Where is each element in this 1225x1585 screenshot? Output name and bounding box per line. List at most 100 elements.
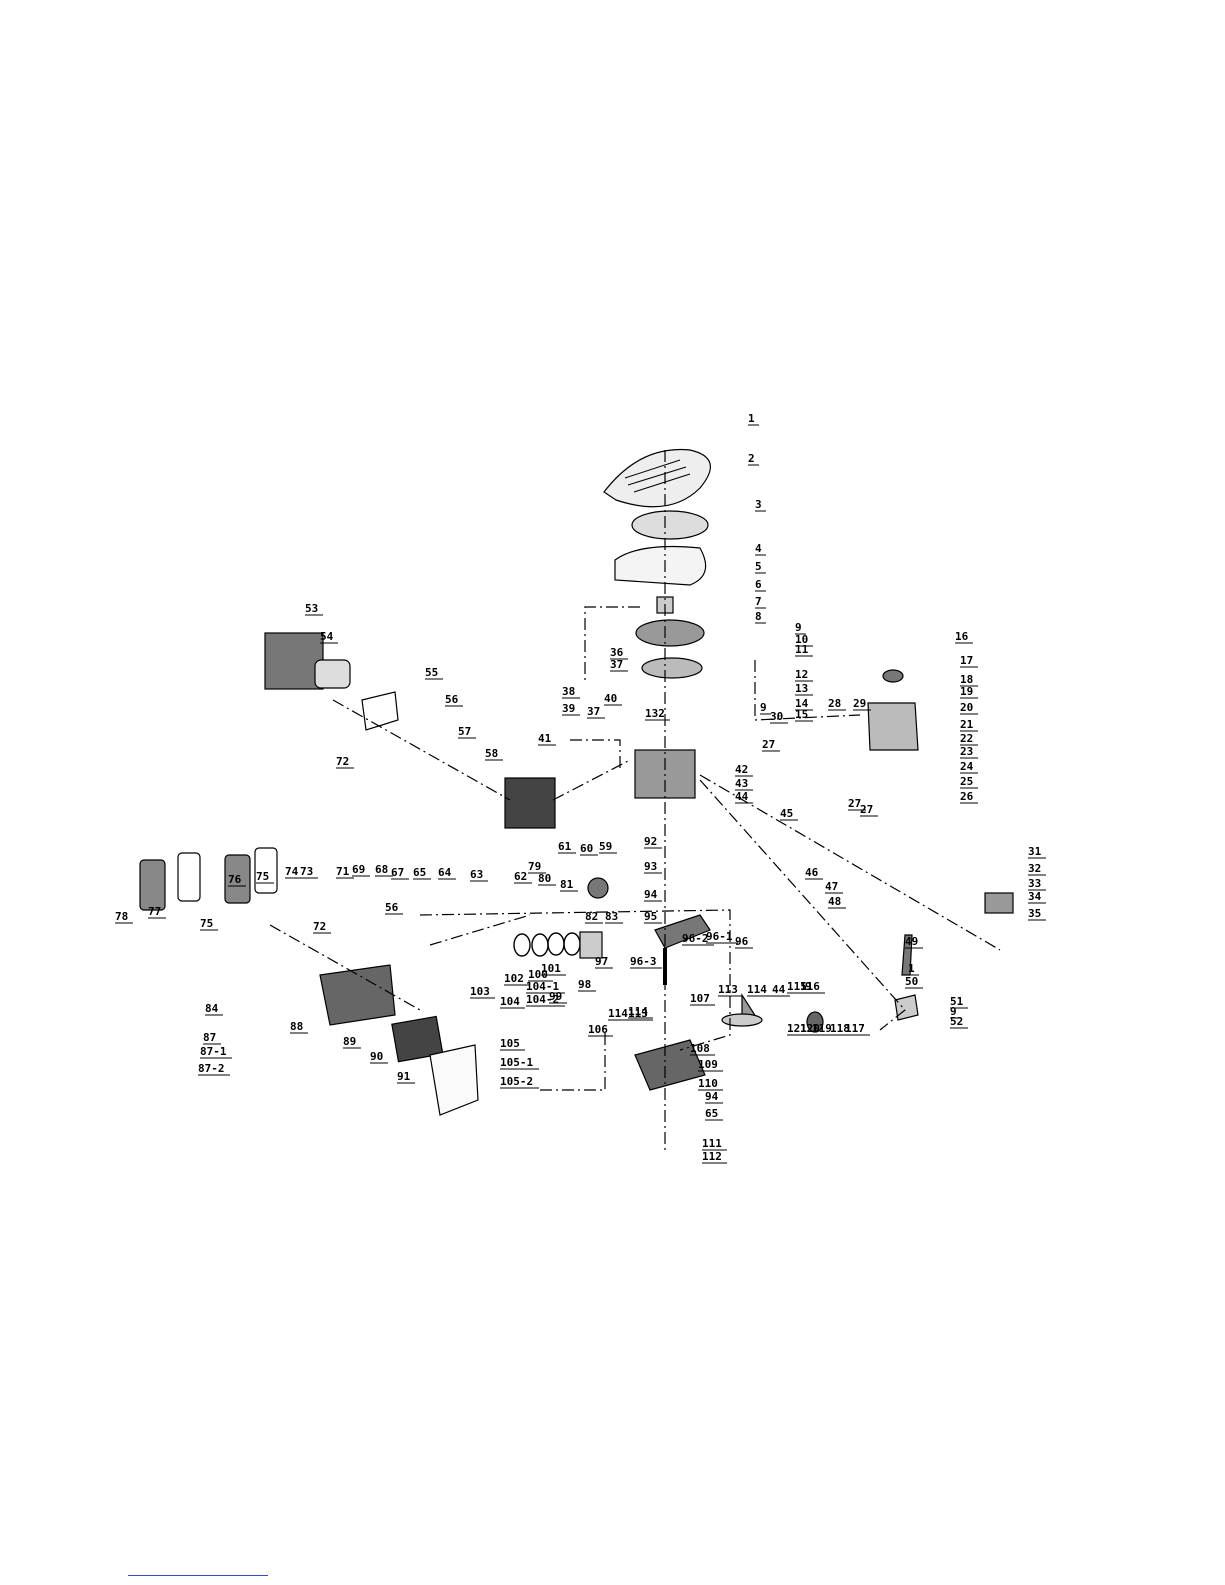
part-number-label: 96-1	[706, 930, 733, 943]
part-number-label: 105	[500, 1037, 520, 1050]
part-number-label: 95	[644, 910, 657, 923]
carburetor	[587, 877, 609, 899]
part-number-label: 4	[755, 542, 762, 555]
part-number-label: 68	[375, 863, 388, 876]
piston-rings	[513, 932, 581, 957]
part-number-label: 32	[1028, 862, 1041, 875]
part-number-label: 114	[628, 1005, 648, 1018]
part-number-label: 114	[608, 1007, 628, 1020]
part-number-label: 121	[787, 1022, 807, 1035]
part-number-label: 22	[960, 732, 973, 745]
part-number-label: 9	[795, 621, 802, 634]
part-number-label: 113	[628, 1007, 648, 1020]
part-number-label: 108	[690, 1042, 710, 1055]
part-number-label: 84	[205, 1002, 219, 1015]
part-number-label: 72	[336, 755, 349, 768]
part-number-label: 100	[528, 968, 548, 981]
part-number-label: 106	[588, 1023, 608, 1036]
part-number-label: 44	[772, 983, 786, 996]
part-number-label: 13	[795, 682, 808, 695]
part-number-label: 87	[203, 1031, 216, 1044]
part-number-label: 92	[644, 835, 657, 848]
part-number-label: 63	[470, 868, 483, 881]
muffler-guard	[264, 632, 324, 690]
part-number-label: 82	[585, 910, 598, 923]
air-filter-base	[319, 964, 396, 1026]
part-number-label: 21	[960, 718, 974, 731]
part-number-label: 117	[845, 1022, 865, 1035]
part-number-label: 96-2	[682, 932, 709, 945]
part-number-label: 8	[755, 610, 762, 623]
part-number-label: 39	[562, 702, 575, 715]
part-number-label: 112	[702, 1150, 722, 1163]
part-number-label: 97	[595, 955, 608, 968]
part-number-label: 90	[370, 1050, 383, 1063]
part-number-label: 53	[305, 602, 318, 615]
part-number-label: 64	[438, 866, 452, 879]
part-number-label: 69	[352, 863, 365, 876]
muffler-gasket	[361, 691, 399, 731]
part-number-label: 16	[955, 630, 969, 643]
part-number-label: 41	[538, 732, 552, 745]
air-filter-cover	[429, 1044, 479, 1116]
part-number-label: 118	[830, 1022, 850, 1035]
part-number-label: 83	[605, 910, 618, 923]
part-number-label: 48	[828, 895, 841, 908]
part-number-label: 37	[610, 658, 623, 671]
part-number-label: 38	[562, 685, 575, 698]
muffler	[314, 659, 351, 689]
part-number-label: 89	[343, 1035, 356, 1048]
part-number-label: 7	[755, 595, 762, 608]
throttle-bracket	[984, 892, 1014, 914]
part-number-label: 71	[336, 865, 350, 878]
part-number-label: 105-1	[500, 1056, 533, 1069]
part-number-label: 40	[604, 692, 617, 705]
part-number-label: 110	[698, 1077, 718, 1090]
part-number-label: 120	[800, 1022, 820, 1035]
part-number-label: 96-3	[630, 955, 657, 968]
part-number-label: 19	[960, 685, 973, 698]
part-number-label: 60	[580, 842, 593, 855]
part-number-label: 47	[825, 880, 838, 893]
part-number-label: 114	[747, 983, 767, 996]
part-number-label: 54	[320, 630, 334, 643]
part-number-label: 79	[528, 860, 541, 873]
part-number-label: 10	[795, 633, 808, 646]
part-number-label: 26	[960, 790, 974, 803]
part-number-label: 50	[905, 975, 918, 988]
part-number-label: 107	[690, 992, 710, 1005]
part-number-label: 5	[755, 560, 762, 573]
guide-lines	[269, 450, 1001, 1150]
part-number-label: 44	[735, 790, 749, 803]
part-number-label: 101	[541, 962, 561, 975]
part-number-label: 57	[458, 725, 471, 738]
part-number-label: 29	[853, 697, 866, 710]
part-drawings	[139, 448, 1014, 1116]
part-number-label: 76	[228, 873, 242, 886]
part-number-label: 56	[445, 693, 459, 706]
part-number-label: 23	[960, 745, 973, 758]
part-number-label: 102	[504, 972, 524, 985]
part-number-label: 78	[115, 910, 128, 923]
part-number-label: 96	[735, 935, 749, 948]
part-number-label: 45	[780, 807, 793, 820]
part-number-label: 9	[950, 1005, 957, 1018]
part-number-label: 18	[960, 673, 973, 686]
part-number-label: 75	[256, 870, 269, 883]
governor-gear	[806, 1011, 824, 1033]
part-number-label: 94	[705, 1090, 719, 1103]
part-number-label: 36	[610, 646, 624, 659]
part-number-label: 74	[285, 865, 299, 878]
part-number-label: 30	[770, 710, 783, 723]
part-number-label: 91	[397, 1070, 411, 1083]
part-number-label: 104-1	[526, 980, 559, 993]
part-number-label: 51	[950, 995, 964, 1008]
part-number-label: 43	[735, 777, 748, 790]
part-number-label: 37	[587, 705, 600, 718]
valve-cover-76	[224, 854, 251, 904]
part-number-label: 31	[1028, 845, 1042, 858]
part-number-label: 59	[599, 840, 612, 853]
part-number-label: 104-2	[526, 993, 559, 1006]
fuel-cap	[882, 669, 904, 683]
